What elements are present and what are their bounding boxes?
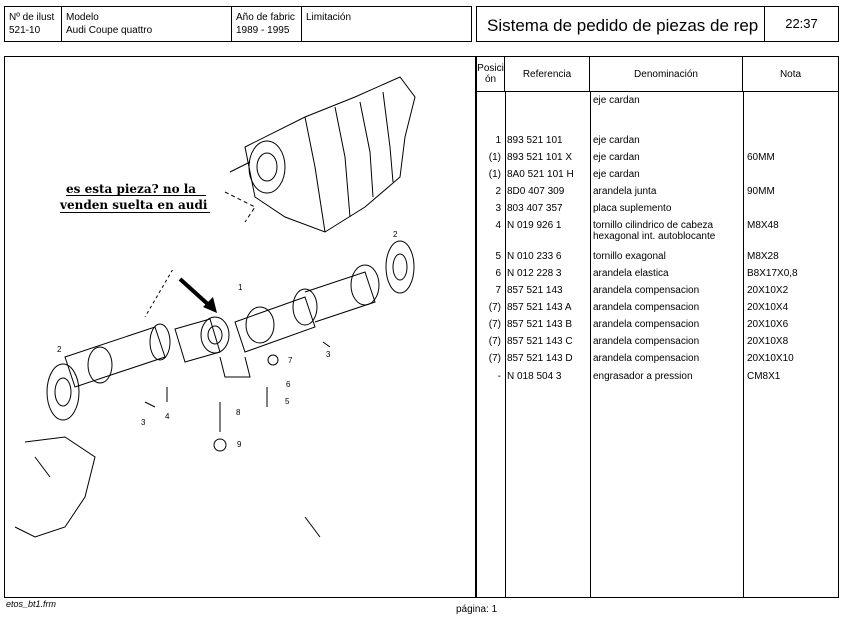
nota-cell: B8X17X0,8 xyxy=(747,268,798,279)
pos-cell: (7) xyxy=(488,302,501,313)
den-cell: arandela compensacion xyxy=(593,336,700,347)
footer-filename: etos_bt1.frm xyxy=(6,599,57,609)
year-label: Año de fabric xyxy=(236,12,295,23)
limit-cell: Limitación xyxy=(302,7,471,41)
page-title: Sistema de pedido de piezas de rep xyxy=(487,16,759,35)
driveshaft-diagram: 1 2 2 3 3 4 5 6 7 8 9 xyxy=(14,76,416,538)
col-den-header: Denominación xyxy=(590,57,743,91)
den-cell: eje cardan xyxy=(593,152,640,163)
pos-cell: 5 xyxy=(495,251,501,262)
callout-1: 1 xyxy=(238,283,243,292)
den-cell-line2: hexagonal int. autoblocante xyxy=(593,231,716,242)
ref-cell: N 010 233 6 xyxy=(507,251,562,262)
header-info-box: Nº de ilust 521-10 Modelo Audi Coupe qua… xyxy=(4,6,472,42)
nota-cell: 20X10X8 xyxy=(747,336,789,347)
den-cell: eje cardan xyxy=(593,135,640,146)
nota-cell: CM8X1 xyxy=(747,371,781,382)
den-cell: arandela elastica xyxy=(593,268,669,279)
annotation-line2: venden suelta en audi xyxy=(60,198,208,212)
pos-cell: 3 xyxy=(495,203,501,214)
pos-cell: (1) xyxy=(488,169,501,180)
illus-value: 521-10 xyxy=(9,25,41,36)
ref-cell: N 018 504 3 xyxy=(507,371,562,382)
den-cell: arandela compensacion xyxy=(593,319,700,330)
callout-8: 8 xyxy=(236,408,241,417)
limit-label: Limitación xyxy=(306,12,352,23)
nota-cell: 20X10X2 xyxy=(747,285,789,296)
ref-cell: 893 521 101 xyxy=(507,135,563,146)
ref-cell: 857 521 143 B xyxy=(507,319,573,330)
pos-cell: (7) xyxy=(488,353,501,364)
den-cell: arandela junta xyxy=(593,186,657,197)
callout-2a: 2 xyxy=(393,230,398,239)
pos-cell: 2 xyxy=(495,186,501,197)
ref-cell: 893 521 101 X xyxy=(507,152,573,163)
den-cell: arandela compensacion xyxy=(593,285,700,296)
ref-cell: 857 521 143 D xyxy=(507,353,573,364)
callout-3a: 3 xyxy=(141,418,146,427)
pos-cell: 7 xyxy=(495,285,501,296)
callout-7: 7 xyxy=(288,356,293,365)
callout-2b: 2 xyxy=(57,345,62,354)
den-cell: eje cardan xyxy=(593,95,640,106)
den-cell: eje cardan xyxy=(593,169,640,180)
col-nota-header: Nota xyxy=(779,68,802,80)
nota-cell: M8X48 xyxy=(747,220,779,231)
table-header: Posici ón Referencia Denominación Nota xyxy=(477,57,838,92)
den-cell: engrasador a pression xyxy=(593,371,693,382)
nota-cell: M8X28 xyxy=(747,251,779,262)
callout-4: 4 xyxy=(165,412,170,421)
illus-cell: Nº de ilust 521-10 xyxy=(5,7,62,41)
pos-cell: 6 xyxy=(495,268,501,279)
ref-cell: 857 521 143 A xyxy=(507,302,572,313)
pos-cell: (7) xyxy=(488,319,501,330)
pos-cell: 1 xyxy=(495,135,501,146)
parts-table: Posici ón Referencia Denominación Nota e… xyxy=(476,56,839,598)
year-cell: Año de fabric 1989 - 1995 xyxy=(232,7,302,41)
callout-9: 9 xyxy=(237,440,242,449)
footer-page: página: 1 xyxy=(456,604,498,615)
den-cell: arandela compensacion xyxy=(593,302,700,313)
den-cell: placa suplemento xyxy=(593,203,672,214)
illustration-panel: 1 2 2 3 3 4 5 6 7 8 9 xyxy=(4,56,476,598)
col-ref-header: Referencia xyxy=(505,57,590,91)
den-cell: arandela compensacion xyxy=(593,353,700,364)
nota-cell: 20X10X4 xyxy=(747,302,789,313)
pos-cell: - xyxy=(497,371,501,382)
ref-cell: 8D0 407 309 xyxy=(507,186,565,197)
model-cell: Modelo Audi Coupe quattro xyxy=(62,7,232,41)
model-label: Modelo xyxy=(66,12,99,23)
ref-cell: 803 407 357 xyxy=(507,203,563,214)
ref-cell: 857 521 143 C xyxy=(507,336,573,347)
title-box: Sistema de pedido de piezas de rep 22:37 xyxy=(476,6,839,42)
callout-5: 5 xyxy=(285,397,290,406)
illus-label: Nº de ilust xyxy=(9,12,55,23)
pointer-arrow xyxy=(178,277,213,309)
pos-cell: 4 xyxy=(495,220,501,231)
den-cell: tornillo cilindrico de cabeza xyxy=(593,220,714,231)
callout-3b: 3 xyxy=(326,350,331,359)
nota-cell: 60MM xyxy=(747,152,775,163)
pos-cell: (7) xyxy=(488,336,501,347)
model-value: Audi Coupe quattro xyxy=(66,25,153,36)
pos-cell: (1) xyxy=(488,152,501,163)
annotation-line1: es esta pieza? no la xyxy=(66,182,197,196)
ref-cell: N 019 926 1 xyxy=(507,220,562,231)
nota-cell: 20X10X10 xyxy=(747,353,794,364)
ref-cell: N 012 228 3 xyxy=(507,268,562,279)
nota-cell: 90MM xyxy=(747,186,775,197)
nota-cell: 20X10X6 xyxy=(747,319,789,330)
ref-cell: 857 521 143 xyxy=(507,285,563,296)
ref-cell: 8A0 521 101 H xyxy=(507,169,574,180)
year-value: 1989 - 1995 xyxy=(236,25,290,36)
col-pos-header: Posici ón xyxy=(477,57,505,91)
annotation-box: es esta pieza? no la venden suelta en au… xyxy=(56,148,216,270)
clock-time: 22:37 xyxy=(764,7,838,41)
callout-6: 6 xyxy=(286,380,291,389)
den-cell: tornillo exagonal xyxy=(593,251,666,262)
